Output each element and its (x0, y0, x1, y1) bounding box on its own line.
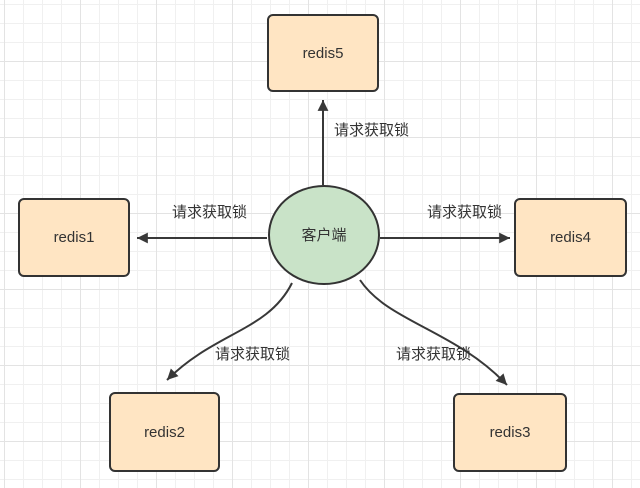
node-client: 客户端 (268, 185, 380, 285)
edge-label-redis1: 请求获取锁 (172, 204, 248, 221)
node-redis1-label: redis1 (53, 229, 95, 246)
node-redis5: redis5 (267, 14, 379, 92)
edge-label-redis3: 请求获取锁 (396, 346, 472, 363)
node-redis4-label: redis4 (550, 229, 591, 246)
node-redis3: redis3 (453, 393, 567, 472)
node-redis4: redis4 (514, 198, 627, 277)
node-redis2-label: redis2 (144, 423, 185, 441)
edge-client-to-redis3 (359, 279, 508, 386)
node-client-label: 客户端 (301, 226, 347, 244)
edge-label-redis2: 请求获取锁 (215, 346, 291, 363)
edge-label-redis5: 请求获取锁 (334, 122, 410, 139)
node-redis5-label: redis5 (302, 44, 344, 62)
edge-label-redis4: 请求获取锁 (427, 204, 503, 221)
node-redis3-label: redis3 (489, 424, 531, 441)
node-redis1: redis1 (18, 198, 130, 277)
edge-client-to-redis2 (166, 282, 293, 381)
node-redis2: redis2 (109, 392, 220, 472)
